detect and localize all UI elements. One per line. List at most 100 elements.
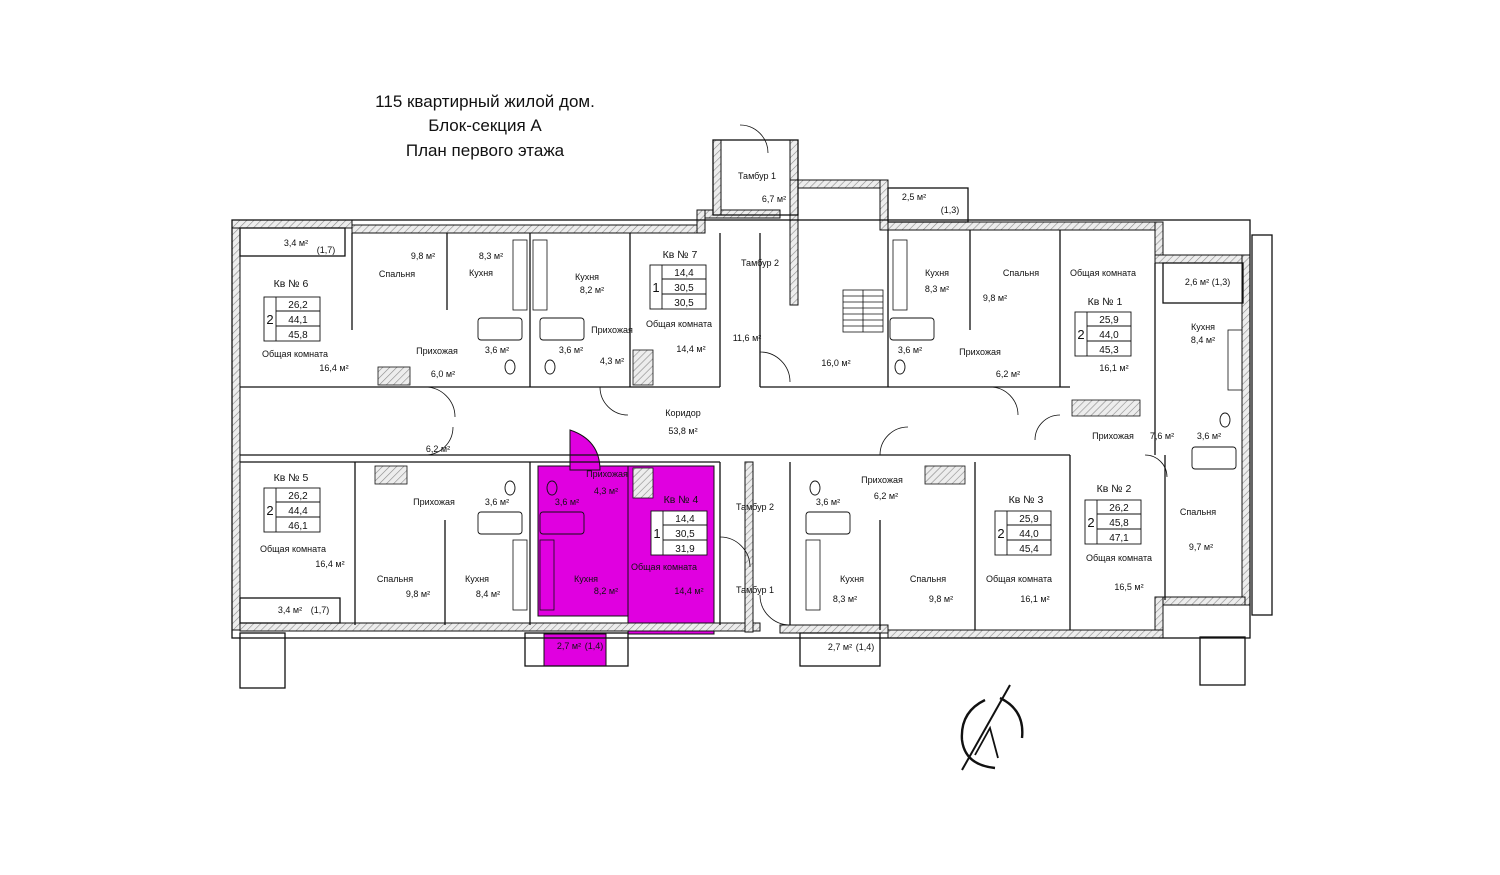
room-label: Прихожая <box>413 497 455 507</box>
svg-text:Кв № 3: Кв № 3 <box>1009 494 1044 506</box>
room-label: 16,5 м² <box>1114 582 1143 592</box>
room-label: Прихожая <box>586 469 628 479</box>
room-label: 3,6 м² <box>559 345 583 355</box>
room-label: Общая комната <box>262 349 328 359</box>
room-label: 16,4 м² <box>315 559 344 569</box>
room-label: 8,4 м² <box>1191 335 1215 345</box>
room-label: 16,0 м² <box>821 358 850 368</box>
room-label: Тамбур 1 <box>738 171 776 181</box>
room-label: Спальня <box>1180 507 1216 517</box>
svg-text:30,5: 30,5 <box>674 283 694 294</box>
svg-text:2: 2 <box>1077 327 1084 342</box>
room-label: Общая комната <box>1070 268 1136 278</box>
plan-title-line2: Блок-секция А <box>428 116 542 135</box>
room-label: 3,6 м² <box>898 345 922 355</box>
room-label: Прихожая <box>959 347 1001 357</box>
room-label: Тамбур 2 <box>736 502 774 512</box>
room-label: 11,6 м² <box>733 333 762 343</box>
svg-text:2: 2 <box>266 312 273 327</box>
room-label: Общая комната <box>631 562 697 572</box>
svg-text:25,9: 25,9 <box>1019 514 1039 525</box>
room-label: 7,6 м² <box>1150 431 1174 441</box>
room-label: Общая комната <box>260 544 326 554</box>
room-label: Прихожая <box>861 475 903 485</box>
room-label: 8,3 м² <box>479 251 503 261</box>
room-label: 9,8 м² <box>983 293 1007 303</box>
svg-text:44,0: 44,0 <box>1019 529 1039 540</box>
svg-text:31,9: 31,9 <box>675 544 695 555</box>
svg-text:14,4: 14,4 <box>675 514 695 525</box>
room-label: (1,7) <box>317 245 336 255</box>
stairs <box>842 289 884 333</box>
room-label: 8,2 м² <box>580 285 604 295</box>
room-label: Кухня <box>840 574 864 584</box>
apartment-label-3: Кв № 3 2 25,9 44,0 45,4 <box>994 494 1052 556</box>
room-label: 2,7 м² <box>557 641 581 651</box>
svg-text:45,3: 45,3 <box>1099 345 1119 356</box>
room-label: 14,4 м² <box>674 586 703 596</box>
room-label: 3,6 м² <box>555 497 579 507</box>
room-label: 16,1 м² <box>1099 363 1128 373</box>
svg-text:44,4: 44,4 <box>288 506 308 517</box>
room-label: 8,3 м² <box>925 284 949 294</box>
svg-text:30,5: 30,5 <box>674 298 694 309</box>
apartment-label-7: Кв № 7 1 14,4 30,5 30,5 <box>649 249 707 310</box>
room-label: 16,1 м² <box>1020 594 1049 604</box>
plan-title-line1: 115 квартирный жилой дом. <box>375 92 595 111</box>
svg-text:45,4: 45,4 <box>1019 544 1039 555</box>
svg-text:2: 2 <box>266 503 273 518</box>
svg-text:Кв № 2: Кв № 2 <box>1097 483 1132 495</box>
room-label: Кухня <box>1191 322 1215 332</box>
room-label: 6,7 м² <box>762 194 786 204</box>
room-label: Общая комната <box>1086 553 1152 563</box>
room-label: 2,7 м² <box>828 642 852 652</box>
svg-text:Кв № 4: Кв № 4 <box>664 494 699 506</box>
apartment-label-6: Кв № 6 2 26,2 44,1 45,8 <box>263 278 321 342</box>
svg-text:44,0: 44,0 <box>1099 330 1119 341</box>
bathroom-fixtures <box>477 317 1237 535</box>
svg-text:26,2: 26,2 <box>288 300 308 311</box>
room-label: 9,8 м² <box>929 594 953 604</box>
apartment-label-1: Кв № 1 2 25,9 44,0 45,3 <box>1074 296 1132 357</box>
room-label: 3,4 м² <box>284 238 308 248</box>
room-label: 9,8 м² <box>406 589 430 599</box>
room-label: (1,3) <box>941 205 960 215</box>
room-label: 8,4 м² <box>476 589 500 599</box>
kitchen-fixtures <box>512 239 1243 611</box>
svg-text:25,9: 25,9 <box>1099 315 1119 326</box>
room-label: Кухня <box>469 268 493 278</box>
svg-text:Кв № 5: Кв № 5 <box>274 472 309 484</box>
svg-text:2: 2 <box>997 526 1004 541</box>
room-label: 8,2 м² <box>594 586 618 596</box>
svg-text:47,1: 47,1 <box>1109 533 1129 544</box>
room-label: Прихожая <box>1092 431 1134 441</box>
room-label: 8,3 м² <box>833 594 857 604</box>
svg-text:Кв № 7: Кв № 7 <box>663 249 698 261</box>
apartment-label-5: Кв № 5 2 26,2 44,4 46,1 <box>263 472 321 533</box>
room-label: Общая комната <box>646 319 712 329</box>
room-label: 6,2 м² <box>874 491 898 501</box>
room-label: 3,6 м² <box>485 345 509 355</box>
building-outline <box>231 139 1273 689</box>
svg-text:1: 1 <box>652 280 659 295</box>
svg-text:2: 2 <box>1087 515 1094 530</box>
svg-text:14,4: 14,4 <box>674 268 694 279</box>
svg-text:45,8: 45,8 <box>1109 518 1129 529</box>
svg-text:1: 1 <box>653 526 660 541</box>
room-label: Спальня <box>1003 268 1039 278</box>
room-label: 4,3 м² <box>594 486 618 496</box>
room-label: Прихожая <box>591 325 633 335</box>
room-label: Спальня <box>377 574 413 584</box>
room-label: 4,3 м² <box>600 356 624 366</box>
room-label: 3,6 м² <box>816 497 840 507</box>
room-label: 14,4 м² <box>676 344 705 354</box>
room-label: Тамбур 2 <box>741 258 779 268</box>
room-label: (1,4) <box>585 641 604 651</box>
room-label: 6,0 м² <box>431 369 455 379</box>
plan-title-line3: План первого этажа <box>405 141 565 160</box>
room-label: Кухня <box>574 574 598 584</box>
built-in-storage <box>374 349 1141 499</box>
room-label: 53,8 м² <box>668 426 697 436</box>
room-label: Спальня <box>379 269 415 279</box>
